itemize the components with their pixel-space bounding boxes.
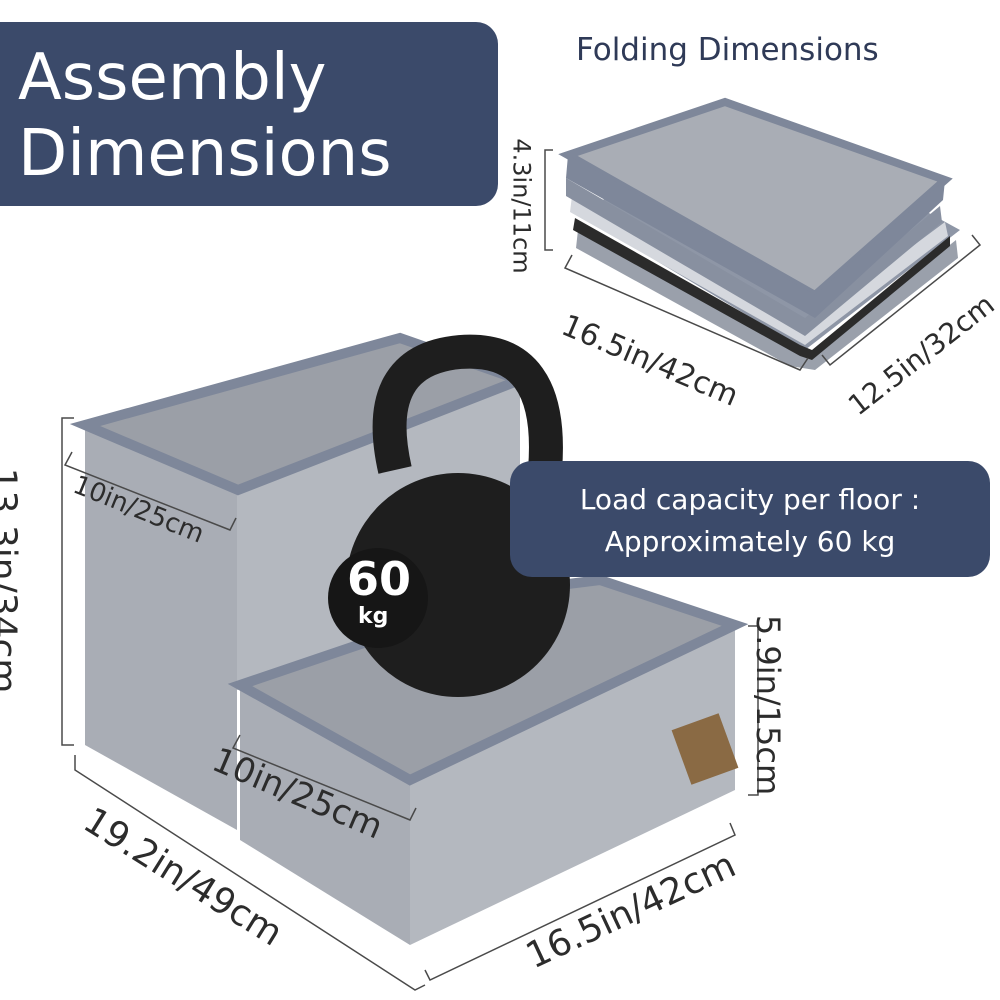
load-capacity-banner: Load capacity per floor : Approximately …	[510, 461, 990, 577]
kettlebell-weight: 60	[347, 552, 412, 606]
dimension-lines	[61, 149, 982, 991]
title-line-1: Assembly	[18, 41, 327, 115]
brand-tag	[671, 713, 739, 785]
load-capacity-line-1: Load capacity per floor :	[579, 483, 921, 516]
title-banner: Assembly Dimensions	[0, 22, 498, 206]
folded-stairs-image	[558, 97, 960, 370]
lower-step-height-label: 5.9in/15cm	[749, 614, 788, 796]
total-height-label: 13.3in/34cm	[0, 467, 24, 694]
title-line-2: Dimensions	[18, 117, 392, 191]
folding-dimensions-title: Folding Dimensions	[576, 32, 879, 68]
kettlebell-unit: kg	[358, 604, 389, 629]
load-capacity-line-2: Approximately 60 kg	[604, 525, 896, 558]
folding-height-label: 4.3in/11cm	[507, 138, 536, 274]
